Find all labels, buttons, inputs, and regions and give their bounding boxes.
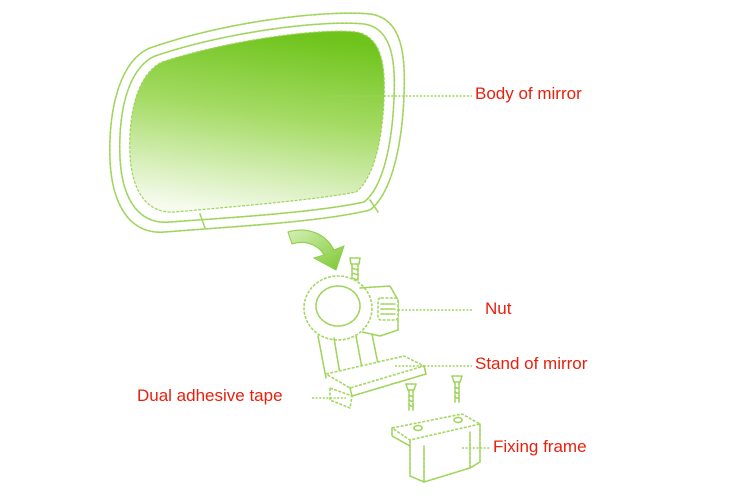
stand-neck bbox=[317, 333, 379, 379]
ball-joint-inner bbox=[315, 285, 361, 327]
frame-hole-left bbox=[413, 424, 423, 432]
stand-base bbox=[325, 355, 425, 389]
frame-hole-right bbox=[453, 416, 463, 424]
fixing-frame bbox=[391, 413, 481, 483]
curved-arrow-icon bbox=[287, 229, 345, 271]
ball-joint-ring bbox=[303, 275, 373, 341]
frame-screw-left-icon bbox=[405, 383, 417, 411]
fixing-frame-lip bbox=[391, 427, 411, 447]
fixing-frame-sides bbox=[409, 423, 481, 483]
label-nut: Nut bbox=[485, 299, 512, 318]
label-dual-adhesive-tape: Dual adhesive tape bbox=[137, 386, 283, 405]
nut-screw bbox=[349, 257, 361, 281]
label-body-of-mirror: Body of mirror bbox=[475, 84, 582, 103]
mirror-stand bbox=[317, 333, 427, 397]
label-stand-of-mirror: Stand of mirror bbox=[475, 354, 588, 373]
nut-thread bbox=[380, 303, 396, 315]
mirror-glass bbox=[129, 30, 385, 213]
screw-icon bbox=[349, 257, 361, 281]
label-fixing-frame: Fixing frame bbox=[493, 437, 587, 456]
frame-screw-right-icon bbox=[451, 375, 463, 403]
mirror-housing-outline bbox=[108, 12, 406, 233]
stand-base-side bbox=[349, 365, 427, 397]
mirror-body bbox=[108, 12, 406, 233]
mirror-housing-inner-outline bbox=[118, 22, 396, 223]
assembly-arrow bbox=[287, 229, 345, 271]
fixing-frame-top bbox=[391, 413, 481, 441]
mirror-rim-detail bbox=[199, 199, 379, 229]
ball-joint bbox=[303, 275, 399, 341]
frame-screws bbox=[405, 375, 463, 411]
